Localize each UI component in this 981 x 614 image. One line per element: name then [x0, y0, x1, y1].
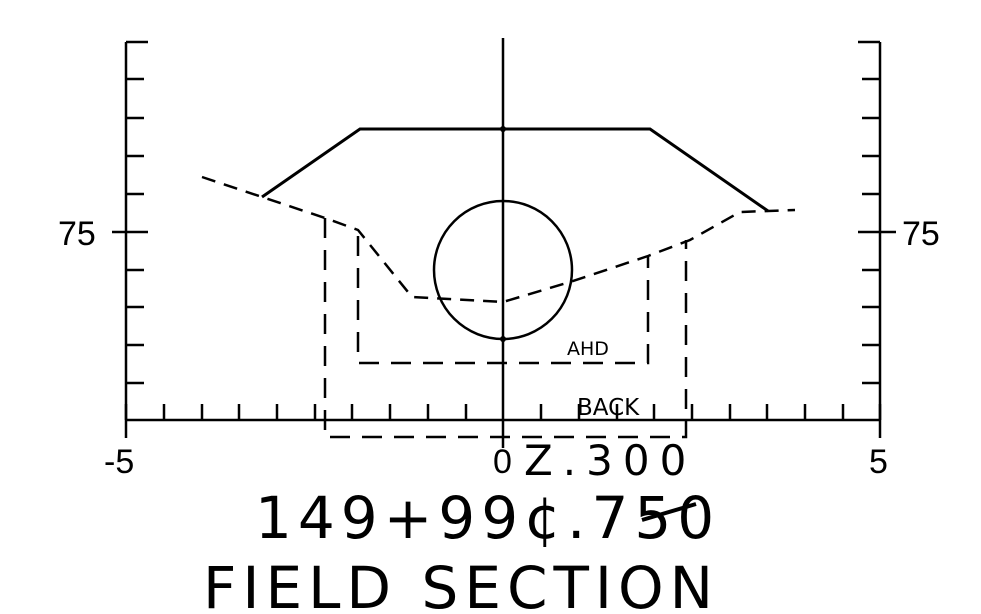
strike-through-mark [641, 502, 697, 522]
existing-ground-line [201, 175, 796, 304]
ahd-excavation-outline [356, 236, 650, 365]
station-number: 149+99 [255, 484, 524, 552]
y-left-label: 75 [58, 215, 96, 253]
x-max-label: 5 [869, 443, 888, 481]
station-struck-text: ¢.750 [524, 484, 720, 552]
ahd-annotation: AHD [567, 338, 609, 360]
invert-point [500, 336, 506, 342]
offset-annotation: Z.300 [524, 436, 696, 485]
x-min-label: -5 [104, 443, 134, 481]
station-title: 149+99¢.750 [255, 484, 720, 552]
frame [112, 38, 896, 448]
back-excavation-outline [323, 218, 688, 439]
back-annotation: BACK [577, 395, 640, 421]
x-zero-label: 0 [493, 443, 512, 481]
design-template-line [261, 127, 769, 213]
crown-point [500, 126, 506, 132]
y-right-label: 75 [902, 215, 940, 253]
section-subtitle: FIELD SECTION [203, 554, 719, 614]
